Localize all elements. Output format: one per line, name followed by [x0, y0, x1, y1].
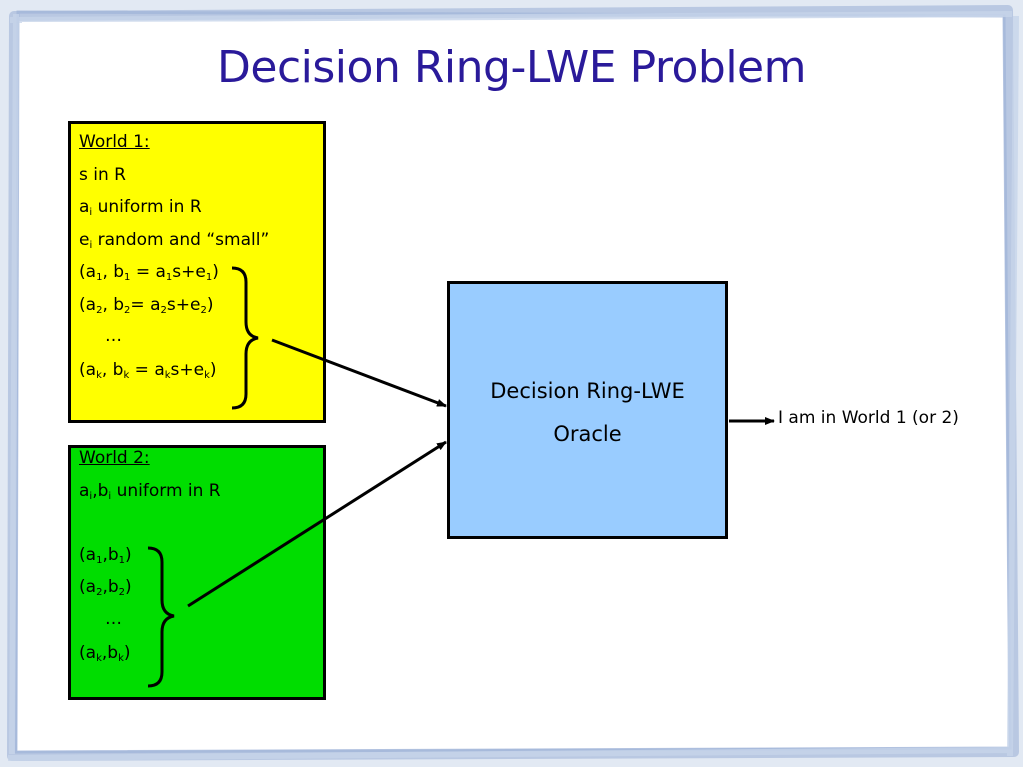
world-2-brace	[147, 546, 175, 688]
world-1-line-s: s in R	[79, 165, 126, 185]
oracle-label-line-2: Oracle	[553, 422, 622, 446]
world-2-line-ab: ai,bi uniform in R	[79, 481, 221, 502]
world-1-sample-1: (a1, b1 = a1s+e1)	[79, 262, 219, 283]
output-label: I am in World 1 (or 2)	[778, 408, 959, 428]
world-2-box	[68, 445, 326, 700]
world-2-sample-k: (ak,bk)	[79, 643, 131, 664]
world-1-ellipsis: …	[105, 326, 122, 346]
world-1-brace	[231, 266, 259, 410]
world-1-heading: World 1:	[79, 132, 150, 152]
world-2-ellipsis: …	[105, 609, 122, 629]
oracle-label-line-1: Decision Ring-LWE	[490, 379, 685, 403]
world-1-sample-k: (ak, bk = aks+ek)	[79, 360, 217, 381]
world-1-arrow	[271, 338, 447, 408]
world-2-heading: World 2:	[79, 448, 150, 468]
slide-title: Decision Ring-LWE Problem	[217, 42, 806, 93]
world-1-sample-2: (a2, b2= a2s+e2)	[79, 295, 214, 316]
world-2-sample-2: (a2,b2)	[79, 577, 132, 598]
oracle-box	[447, 281, 728, 539]
world-2-sample-1: (a1,b1)	[79, 545, 132, 566]
oracle-label: Decision Ring-LWE Oracle	[447, 370, 728, 456]
world-1-line-e: ei random and “small”	[79, 230, 270, 251]
world-1-line-a: ai uniform in R	[79, 197, 202, 218]
world-2-arrow	[187, 440, 447, 608]
world-1-box	[68, 121, 326, 423]
